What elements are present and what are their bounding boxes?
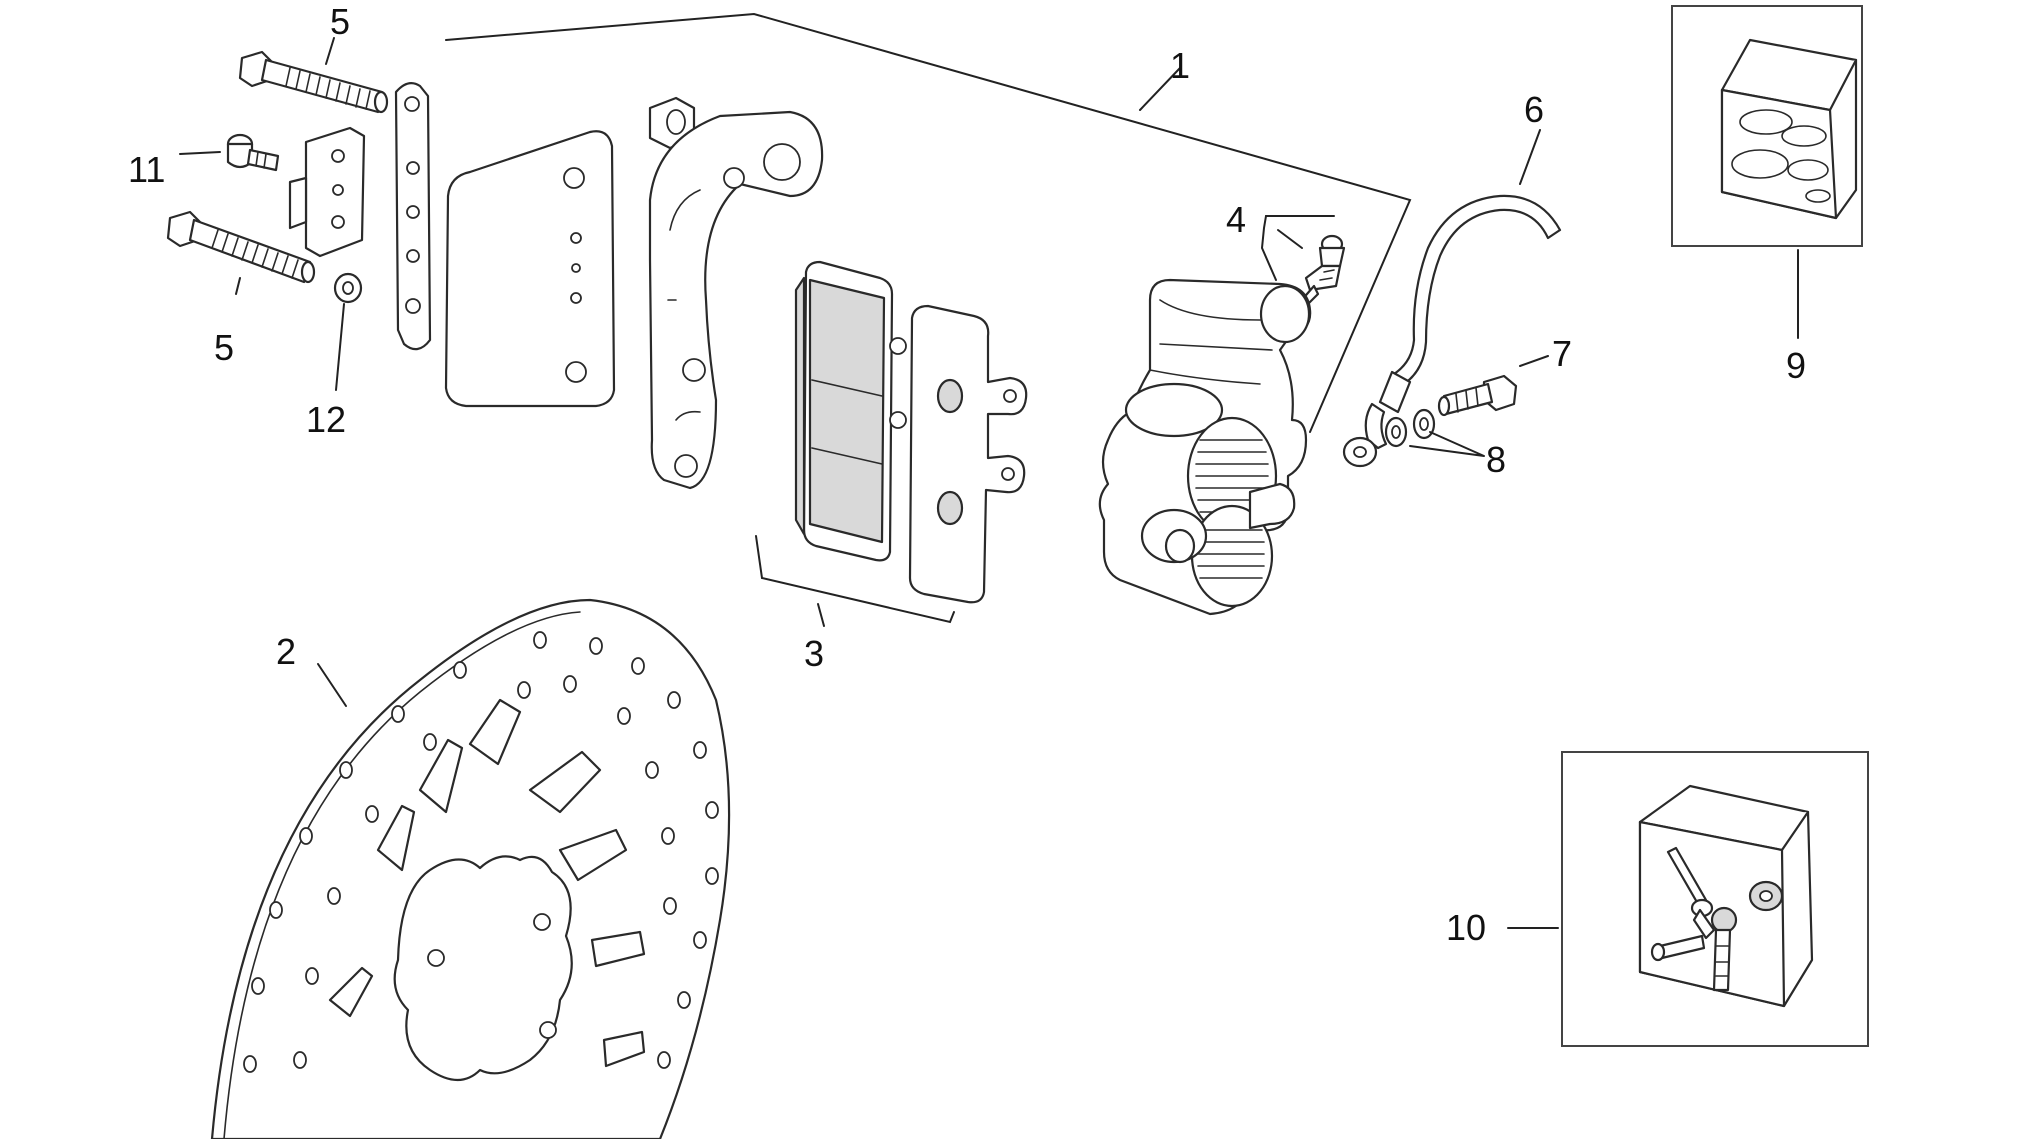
- gasket-strip: [394, 81, 432, 351]
- callout-10: 10: [1446, 907, 1486, 948]
- sealing-washers: [1384, 408, 1436, 448]
- leader-lines: [179, 37, 1799, 929]
- callout-9: 9: [1786, 345, 1806, 386]
- brake-pad-rear: [908, 304, 1028, 604]
- callout-2: 2: [276, 631, 296, 672]
- callout-5-top: 5: [330, 1, 350, 42]
- callout-12: 12: [306, 399, 346, 440]
- mounting-plate: [288, 126, 366, 258]
- bolt-top: [238, 50, 389, 114]
- callout-1: 1: [1170, 45, 1190, 86]
- disc-holes: [243, 631, 719, 1073]
- callout-6: 6: [1524, 89, 1544, 130]
- callouts: 1 2 3 4 5 5 6 7 8 9 10 11 12: [128, 1, 1806, 948]
- callout-4: 4: [1226, 199, 1246, 240]
- back-plate: [444, 130, 616, 408]
- group-lines: [445, 12, 1412, 624]
- bleeder-valve: [1297, 234, 1346, 310]
- callout-5-bottom: 5: [214, 327, 234, 368]
- callout-11: 11: [128, 149, 165, 190]
- pin-kit-box: [1561, 751, 1869, 1047]
- small-bolt: [226, 133, 280, 172]
- bolt-bottom: [166, 210, 316, 284]
- callout-3: 3: [804, 633, 824, 674]
- caliper-bracket: [648, 110, 824, 490]
- seal-kit-box: [1671, 5, 1863, 247]
- callout-8: 8: [1486, 439, 1506, 480]
- banjo-bolt: [1437, 374, 1518, 417]
- brake-disc: [210, 598, 731, 1139]
- callout-7: 7: [1552, 333, 1572, 374]
- brake-pad-front: [794, 260, 907, 562]
- washer: [333, 272, 363, 304]
- brake-hose: [1342, 194, 1562, 468]
- caliper-body: [1098, 278, 1312, 616]
